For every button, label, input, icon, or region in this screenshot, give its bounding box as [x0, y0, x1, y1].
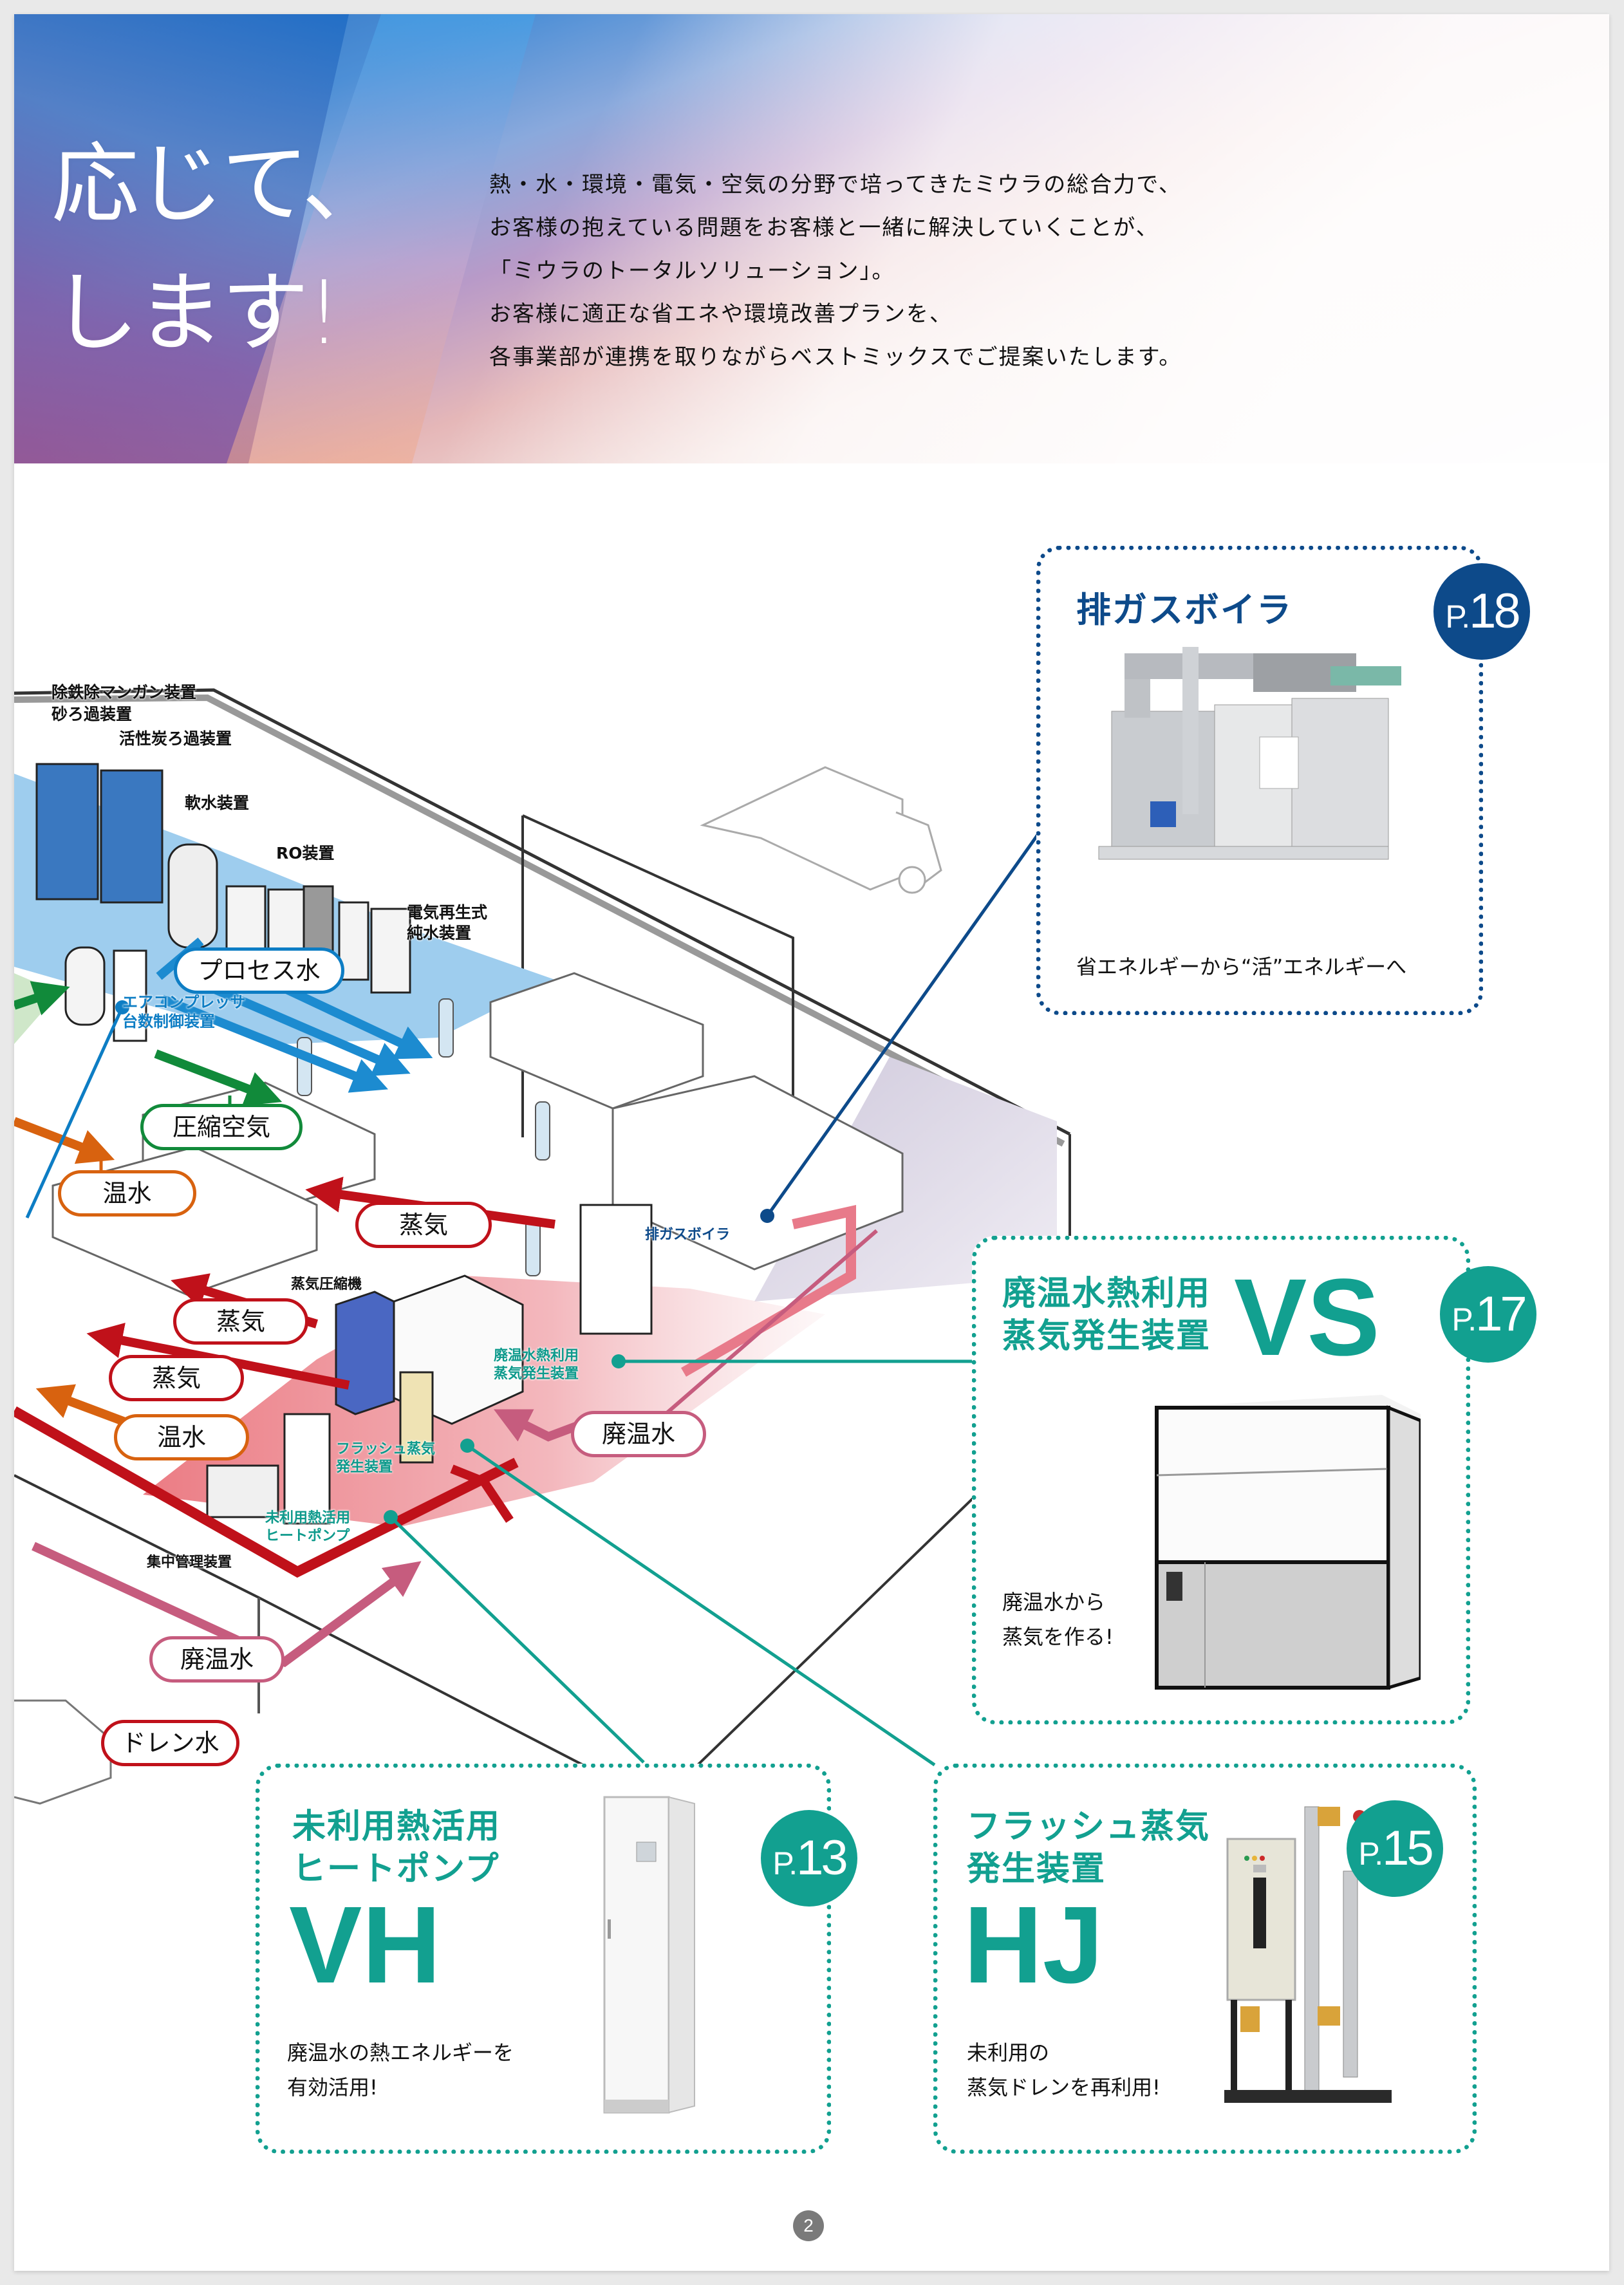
card-description: 廃温水の熱エネルギーを 有効活用!: [287, 2040, 514, 2100]
label-water-softener: 軟水装置: [185, 794, 250, 812]
hero-body: 熱・水・環境・電気・空気の分野で培ってきたミウラの総合力で、 お客様の抱えている…: [489, 163, 1182, 379]
hero-title-line-1: 応じて、: [51, 134, 389, 236]
card-vh-heat-pump[interactable]: 未利用熱活用 ヒートポンプ VH P.13 廃温水の熱エネルギーを 有効活用!: [256, 1764, 857, 2154]
hero-body-line: 「ミウラのトータルソリューション」。: [489, 258, 895, 284]
truck-illustration: [700, 766, 942, 894]
page-reference-badge[interactable]: P.15: [1347, 1800, 1443, 1897]
label-central-control: 集中管理装置: [147, 1554, 232, 1571]
flow-pill-steam: 蒸気: [109, 1355, 244, 1401]
card-hj-flash-steam-generator[interactable]: フラッシュ蒸気 発生装置 HJ P.15 未利用の 蒸気ドレンを再利用!: [933, 1764, 1477, 2154]
badge-page-number: 13: [796, 1831, 848, 1885]
flow-pill-waste-hot-water: 廃温水: [571, 1411, 706, 1457]
card-title: 未利用熱活用 ヒートポンプ: [292, 1807, 501, 1889]
card-title: 排ガスボイラ: [1076, 590, 1293, 630]
badge-prefix: P.: [1358, 1836, 1383, 1872]
card-title: 廃温水熱利用 蒸気発生装置: [1002, 1274, 1211, 1356]
label-activated-carbon-filter: 活性炭ろ過装置: [119, 729, 232, 748]
hero-title: 応じて、します!: [51, 120, 389, 378]
label-sand-filter: 砂ろ過装置: [51, 705, 133, 723]
callout-air-compressor-line-2: 台数制御装置: [122, 1012, 215, 1031]
label-edi-line-2: 純水装置: [407, 924, 472, 942]
hero-body-line: お客様の抱えている問題をお客様と一緒に解決していくことが、: [489, 215, 1159, 241]
card-vs-steam-generator[interactable]: 廃温水熱利用 蒸気発生装置 VS P.17 廃温水から 蒸気を作る!: [972, 1236, 1536, 1724]
label-ro-unit: RO装置: [276, 844, 335, 863]
label-steam-compressor: 蒸気圧縮機: [291, 1276, 362, 1292]
hero-body-line: 各事業部が連携を取りながらベストミックスでご提案いたします。: [489, 344, 1182, 370]
flow-pill-process-water: プロセス水: [174, 947, 344, 994]
label-edi-line-1: 電気再生式: [407, 903, 488, 922]
card-exhaust-boiler[interactable]: 排ガスボイラ P.18 省エネルギーから“活”エネルギーへ: [1036, 546, 1530, 1015]
flow-pill-drain-water: ドレン水: [101, 1720, 239, 1766]
callout-vh-line-1: 未利用熱活用: [265, 1510, 351, 1526]
flow-pill-hot-water: 温水: [58, 1170, 196, 1217]
card-description: 省エネルギーから“活”エネルギーへ: [1076, 955, 1407, 979]
flow-pill-compressed-air: 圧縮空気: [140, 1104, 303, 1150]
badge-prefix: P.: [1451, 1301, 1477, 1338]
flow-pill-hot-water: 温水: [114, 1414, 249, 1460]
badge-prefix: P.: [1445, 599, 1470, 635]
exhaust-boiler-product-image: [1098, 647, 1401, 860]
car-illustration: [14, 1699, 112, 1805]
card-model-name: VS: [1234, 1256, 1380, 1379]
card-description: 未利用の 蒸気ドレンを再利用!: [967, 2040, 1161, 2100]
card-model-name: HJ: [964, 1884, 1104, 2006]
badge-page-number: 17: [1475, 1287, 1527, 1341]
page-reference-badge[interactable]: P.18: [1433, 563, 1530, 660]
callout-exhaust-boiler: 排ガスボイラ: [645, 1227, 731, 1243]
hero-banner: 応じて、します! 熱・水・環境・電気・空気の分野で培ってきたミウラの総合力で、 …: [14, 14, 1609, 463]
page-number: 2: [793, 2210, 824, 2241]
callout-hj-line-2: 発生装置: [336, 1459, 393, 1475]
page-reference-badge[interactable]: P.13: [761, 1810, 857, 1907]
water-treatment-equipment: [35, 763, 411, 1042]
vs-product-image: [1155, 1395, 1421, 1691]
badge-page-number: 15: [1382, 1821, 1434, 1876]
compressed-air-zone: [14, 973, 59, 1044]
card-model-name: VH: [289, 1884, 442, 2006]
vh-product-image: [603, 1796, 695, 2114]
flow-pill-steam: 蒸気: [355, 1202, 492, 1248]
steam-compressor-unit: [206, 1204, 653, 1525]
hero-body-line: 熱・水・環境・電気・空気の分野で培ってきたミウラの総合力で、: [489, 172, 1182, 198]
brochure-page: 応じて、します! 熱・水・環境・電気・空気の分野で培ってきたミウラの総合力で、 …: [14, 14, 1609, 2271]
card-title: フラッシュ蒸気 発生装置: [967, 1807, 1211, 1889]
badge-page-number: 18: [1469, 584, 1521, 639]
callout-vs-line-2: 蒸気発生装置: [494, 1366, 579, 1382]
badge-prefix: P.: [772, 1845, 798, 1881]
card-description: 廃温水から 蒸気を作る!: [1002, 1590, 1114, 1649]
callout-air-compressor-line-1: エアコンプレッサ: [122, 993, 246, 1011]
label-iron-manganese-removal: 除鉄除マンガン装置: [51, 683, 197, 702]
hero-body-line: お客様に適正な省エネや環境改善プランを、: [489, 301, 953, 327]
hero-title-line-2: します!: [51, 263, 342, 364]
callout-leader-lines: [25, 834, 1040, 1767]
callout-hj-line-1: フラッシュ蒸気: [336, 1441, 436, 1457]
flow-pill-steam: 蒸気: [173, 1298, 308, 1345]
page-reference-badge[interactable]: P.17: [1440, 1266, 1536, 1363]
callout-vs-line-1: 廃温水熱利用: [494, 1348, 579, 1364]
hj-product-image: [1224, 1806, 1392, 2103]
flow-pill-waste-hot-water: 廃温水: [149, 1636, 285, 1683]
callout-vh-line-2: ヒートポンプ: [265, 1528, 350, 1544]
